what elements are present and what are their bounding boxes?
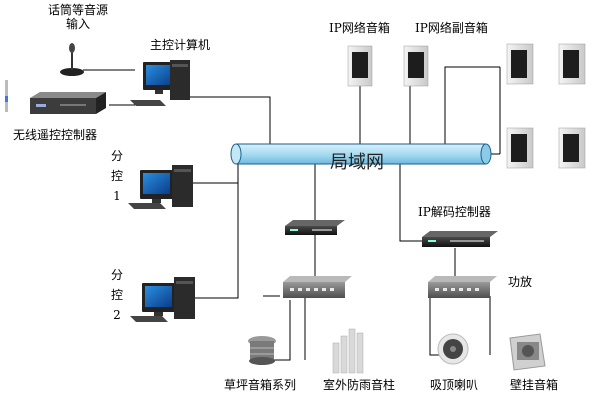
ip-speaker-label: IP网络音箱 xyxy=(329,21,390,35)
outdoor-column-label: 室外防雨音柱 xyxy=(323,378,396,392)
lawn-speaker-label: 草坪音箱系列 xyxy=(224,378,297,392)
sub-computer-1-icon xyxy=(128,165,193,209)
connection-lines xyxy=(83,66,500,361)
lawn-speaker-icon xyxy=(248,336,276,365)
ip-network-speaker-2-icon xyxy=(403,45,429,87)
ip-sub-speaker-3-icon xyxy=(506,127,534,169)
ip-decoder-label: IP解码控制器 xyxy=(418,205,491,219)
wall-speaker-icon xyxy=(509,333,546,371)
ip-sub-speaker-4-icon xyxy=(558,127,586,169)
main-computer-icon xyxy=(130,60,190,106)
left-decoder-unit-device xyxy=(285,220,345,235)
outdoor-column-speaker-icon xyxy=(332,328,364,374)
sub-control-2-label: 分 控 2 xyxy=(110,268,123,322)
ceiling-speaker-icon xyxy=(437,333,469,365)
ip-decoder-controller-device xyxy=(422,231,498,247)
main-computer-label: 主控计算机 xyxy=(150,38,211,52)
mic-source-label: 话筒等音源 输入 xyxy=(47,3,108,31)
wall-speaker-label: 壁挂音箱 xyxy=(510,378,559,392)
lan-bus xyxy=(230,143,492,165)
ceiling-speaker-label: 吸顶喇叭 xyxy=(430,378,479,392)
ip-network-speaker-1-icon xyxy=(347,45,373,87)
wireless-remote-controller-device xyxy=(30,92,106,114)
microphone-icon xyxy=(60,43,84,76)
left-amplifier-device xyxy=(283,276,352,298)
sub-computer-2-icon xyxy=(130,277,195,322)
wireless-remote-label: 无线遥控控制器 xyxy=(13,128,98,142)
ip-sub-speaker-label: IP网络副音箱 xyxy=(415,21,488,35)
lan-label: 局域网 xyxy=(330,152,384,173)
ip-sub-speaker-2-icon xyxy=(558,43,586,85)
right-amplifier-device xyxy=(428,276,497,298)
ip-sub-speaker-1-icon xyxy=(506,43,534,85)
remote-antenna-icon xyxy=(5,80,8,112)
sub-control-1-label: 分 控 1 xyxy=(110,149,123,203)
amplifier-label: 功放 xyxy=(508,275,533,289)
